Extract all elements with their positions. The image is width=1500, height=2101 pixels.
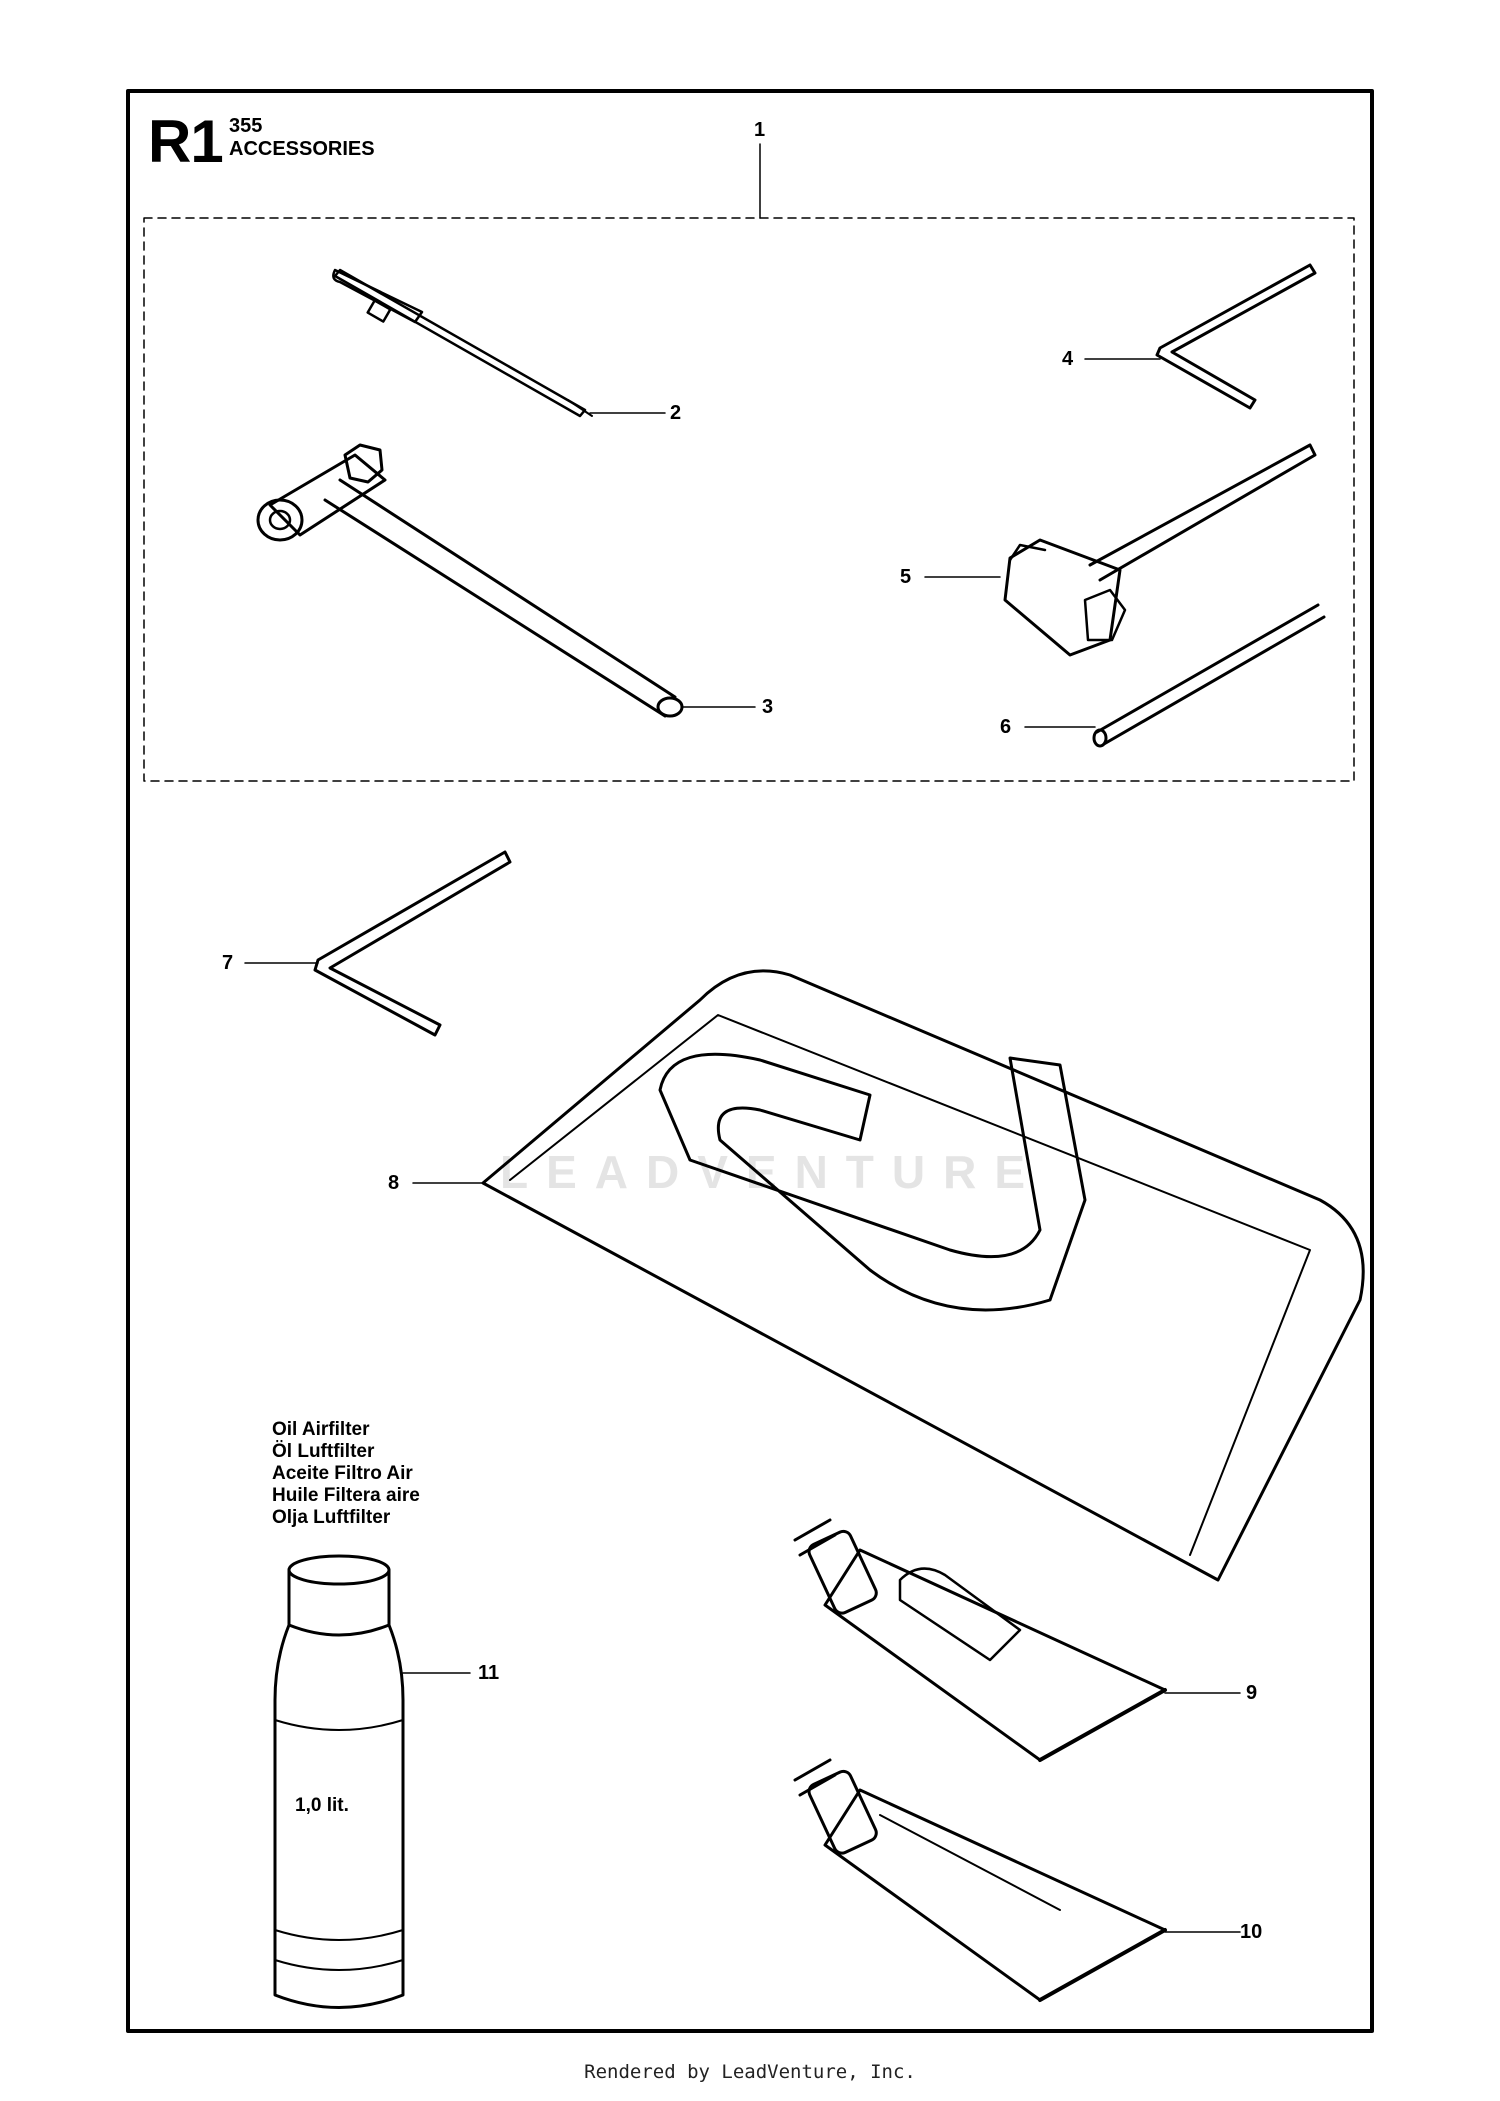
callout-10: 10 — [1240, 1921, 1263, 1943]
callout-7: 7 — [222, 952, 234, 974]
callout-9: 9 — [1246, 1682, 1258, 1704]
oil-label-sv: Olja Luftfilter — [272, 1507, 391, 1528]
callout-2: 2 — [670, 402, 682, 424]
part-10-grease-tube — [793, 1758, 1167, 2002]
callout-1: 1 — [754, 119, 766, 141]
callout-4: 4 — [1062, 348, 1074, 370]
oil-label-fr: Huile Filtera aire — [272, 1485, 420, 1506]
part-6-rod — [1092, 603, 1326, 748]
diagram-border — [126, 89, 1374, 2033]
callout-8: 8 — [388, 1172, 400, 1194]
bottle-volume: 1,0 lit. — [295, 1795, 349, 1816]
part-3-t-wrench — [256, 443, 684, 718]
part-9-grease-tube — [793, 1518, 1167, 1762]
callout-6: 6 — [1000, 716, 1012, 738]
callout-11: 11 — [478, 1662, 500, 1684]
section-title: ACCESSORIES — [229, 138, 375, 160]
oil-label-de: Öl Luftfilter — [272, 1441, 375, 1462]
part-11-oil-bottle — [273, 1554, 405, 2009]
callout-3: 3 — [762, 696, 774, 718]
part-2-screwdriver — [332, 268, 593, 418]
footer-credit: Rendered by LeadVenture, Inc. — [584, 2061, 916, 2083]
part-8-bag — [481, 969, 1365, 1582]
oil-label-es: Aceite Filtro Air — [272, 1463, 413, 1484]
part-4-hex-key — [1155, 263, 1317, 410]
callout-5: 5 — [900, 566, 912, 588]
model-number: 355 — [229, 115, 263, 137]
oil-label-en: Oil Airfilter — [272, 1419, 370, 1440]
section-code: R1 — [148, 108, 224, 175]
watermark: LEADVENTURE — [500, 1146, 1044, 1198]
part-5-combination-spanner — [1003, 443, 1317, 657]
part-7-hex-key — [313, 850, 512, 1037]
kit-group-box — [143, 217, 1355, 782]
